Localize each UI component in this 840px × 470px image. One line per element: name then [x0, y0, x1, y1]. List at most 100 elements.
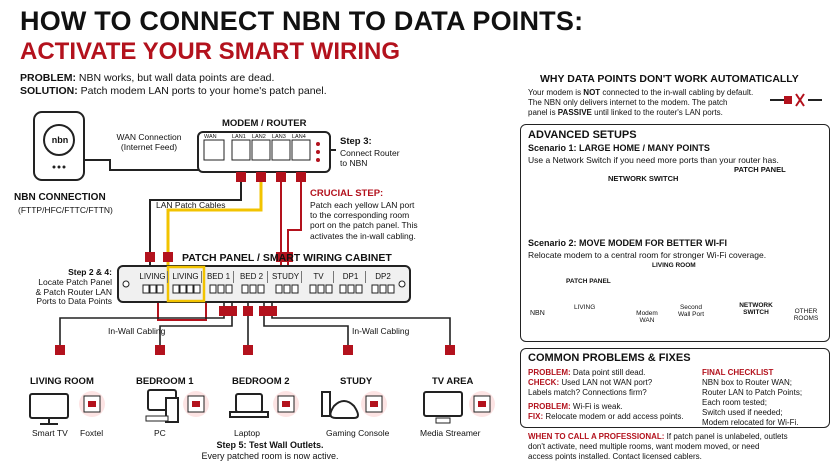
problem2-text: Wi-Fi is weak. [570, 402, 623, 411]
panel-port-bed2: BED 2 [236, 271, 268, 283]
checklist-item: Switch used if needed; [702, 408, 783, 417]
wall-outlet-icon [273, 391, 299, 417]
scenario2-switch-2: SWITCH [743, 309, 769, 317]
scenario2-title: Scenario 2: MOVE MODEM FOR BETTER WI-FI [528, 238, 728, 248]
room-tv-area: TV AREA [432, 376, 474, 387]
panel-port-living: LIVING [138, 271, 168, 283]
scenario2-modem: Modem WAN [634, 310, 660, 324]
step5-line2: Every patched room is now active. [201, 450, 339, 461]
lan-patch-cable [287, 182, 302, 268]
modem-router-icon [197, 131, 331, 173]
crucial-line: Patch each yellow LAN port [310, 200, 415, 210]
scenario2-other: OTHER ROOMS [790, 308, 822, 322]
disconnected-cable-icon [770, 93, 822, 107]
step24-line: & Patch Router LAN [35, 286, 112, 297]
step5-line1: Step 5: Test Wall Outlets. [216, 440, 324, 450]
nbn-box-icon [33, 111, 85, 181]
wall-outlet-icon [79, 391, 105, 417]
pro-text-2: don't activate, need multiple rooms, wan… [528, 442, 760, 451]
nbn-label: NBN CONNECTION [14, 192, 106, 203]
panel-port-study: STUDY [270, 271, 302, 283]
wall-outlet-icon [361, 391, 387, 417]
media-streamer-icon [423, 391, 463, 424]
problems-title: COMMON PROBLEMS & FIXES [528, 352, 691, 364]
modem-port-wan: WAN [204, 134, 217, 140]
modem-port-lan2: LAN2 [252, 134, 266, 140]
why-text-3c: until linked to the router's LAN ports. [591, 108, 723, 117]
gaming-console-icon [321, 391, 359, 419]
page-subtitle: ACTIVATE YOUR SMART WIRING [20, 38, 400, 65]
modem-title: MODEM / ROUTER [222, 118, 307, 129]
problem2-label: PROBLEM: [528, 402, 571, 411]
device-foxtel: Foxtel [80, 428, 104, 438]
room-study: STUDY [340, 376, 373, 387]
scenario1-text: Use a Network Switch if you need more po… [528, 155, 779, 165]
wan-label-1: WAN Connection [116, 132, 182, 142]
why-text-1a: Your modem is [528, 88, 584, 97]
scenario2-other-2: ROOMS [793, 315, 819, 323]
lan-patch-cable [149, 182, 242, 268]
panel-port-dp1: DP1 [336, 271, 366, 283]
scenario2-text: Relocate modem to a central room for str… [528, 250, 767, 260]
wall-outlet-icon [183, 391, 209, 417]
check1-text-2: Labels match? Connections firm? [528, 388, 647, 397]
fix2-label: FIX: [528, 412, 544, 421]
patch-panel-labels: LIVING LIVING BED 1 BED 2 STUDY TV DP1 D… [138, 268, 406, 284]
panel-port-dp2: DP2 [375, 272, 391, 281]
why-text-3a: panel is [528, 108, 558, 117]
why-text-3b: PASSIVE [557, 108, 592, 117]
scenario2-living: LIVING [574, 304, 596, 311]
scenario2-switch-1: NETWORK [739, 302, 773, 309]
problems-list: PROBLEM: Data point still dead. CHECK: U… [528, 368, 698, 422]
crucial-line: port on the patch panel. This [310, 220, 418, 231]
in-wall-label-left: In-Wall Cabling [108, 326, 166, 336]
pro-text-3: access points installed. Contact license… [528, 452, 702, 461]
modem-port-lan3: LAN3 [272, 134, 286, 140]
modem-port-lan1: LAN1 [232, 134, 246, 140]
smart-tv-icon [29, 393, 69, 425]
crucial-line: activates the in-wall cabling. [310, 230, 416, 241]
scenario2-nbn: NBN [530, 310, 545, 317]
scenario2-wall-2: Wall Port [677, 311, 705, 319]
scenario2-wall: Second Wall Port [672, 304, 710, 318]
pro-label: WHEN TO CALL A PROFESSIONAL: [528, 432, 665, 441]
scenario2-wall-1: Second [679, 304, 703, 311]
step3-line2: to NBN [340, 158, 368, 168]
wall-outlet-icon [469, 391, 495, 417]
in-wall-label-right: In-Wall Cabling [352, 326, 410, 336]
professional-note: WHEN TO CALL A PROFESSIONAL: If patch pa… [528, 432, 832, 462]
room-bedroom1: BEDROOM 1 [136, 376, 194, 387]
fix2-text: Relocate modem or add access points. [543, 412, 684, 421]
advanced-setups-box [520, 124, 830, 342]
scenario2-modem-2: WAN [639, 317, 655, 325]
checklist-item: Router LAN to Patch Points; [702, 388, 803, 397]
scenario1-title: Scenario 1: LARGE HOME / MANY POINTS [528, 143, 710, 153]
why-text: Your modem is NOT connected to the in-wa… [528, 88, 768, 118]
device-laptop: Laptop [234, 428, 260, 438]
device-media-streamer: Media Streamer [420, 428, 481, 438]
lan-patch-label: LAN Patch Cables [156, 200, 226, 210]
room-living: LIVING ROOM [30, 376, 94, 387]
pc-icon [145, 389, 179, 423]
step5-text: Step 5: Test Wall Outlets. Every patched… [180, 440, 360, 462]
room-bedroom2: BEDROOM 2 [232, 376, 290, 387]
why-text-2: The NBN only delivers internet to the mo… [528, 98, 728, 107]
scenario1-switch-label: NETWORK SWITCH [608, 174, 679, 183]
why-text-1c: connected to the in-wall cabling by defa… [600, 88, 754, 97]
problems-box [520, 348, 830, 428]
checklist-item: NBN box to Router WAN; [702, 378, 792, 387]
solution-text: Patch modem LAN ports to your home's pat… [77, 85, 327, 97]
step3-line1: Connect Router [340, 148, 400, 158]
checklist-title: FINAL CHECKLIST [702, 368, 774, 377]
scenario2-room: LIVING ROOM [652, 262, 696, 269]
panel-port-living-2: LIVING [170, 271, 202, 283]
solution-label: SOLUTION: [20, 85, 78, 97]
why-title: WHY DATA POINTS DON'T WORK AUTOMATICALLY [540, 73, 799, 85]
checklist-item: Modem relocated for Wi-Fi. [702, 418, 799, 427]
problem-label: PROBLEM: [20, 72, 76, 84]
laptop-icon [229, 393, 269, 418]
pro-text-1: If patch panel is unlabeled, outlets [664, 432, 788, 441]
device-gaming-console: Gaming Console [326, 428, 390, 438]
step3-label: Step 3: [340, 136, 372, 147]
lan-patch-cable [166, 182, 263, 268]
